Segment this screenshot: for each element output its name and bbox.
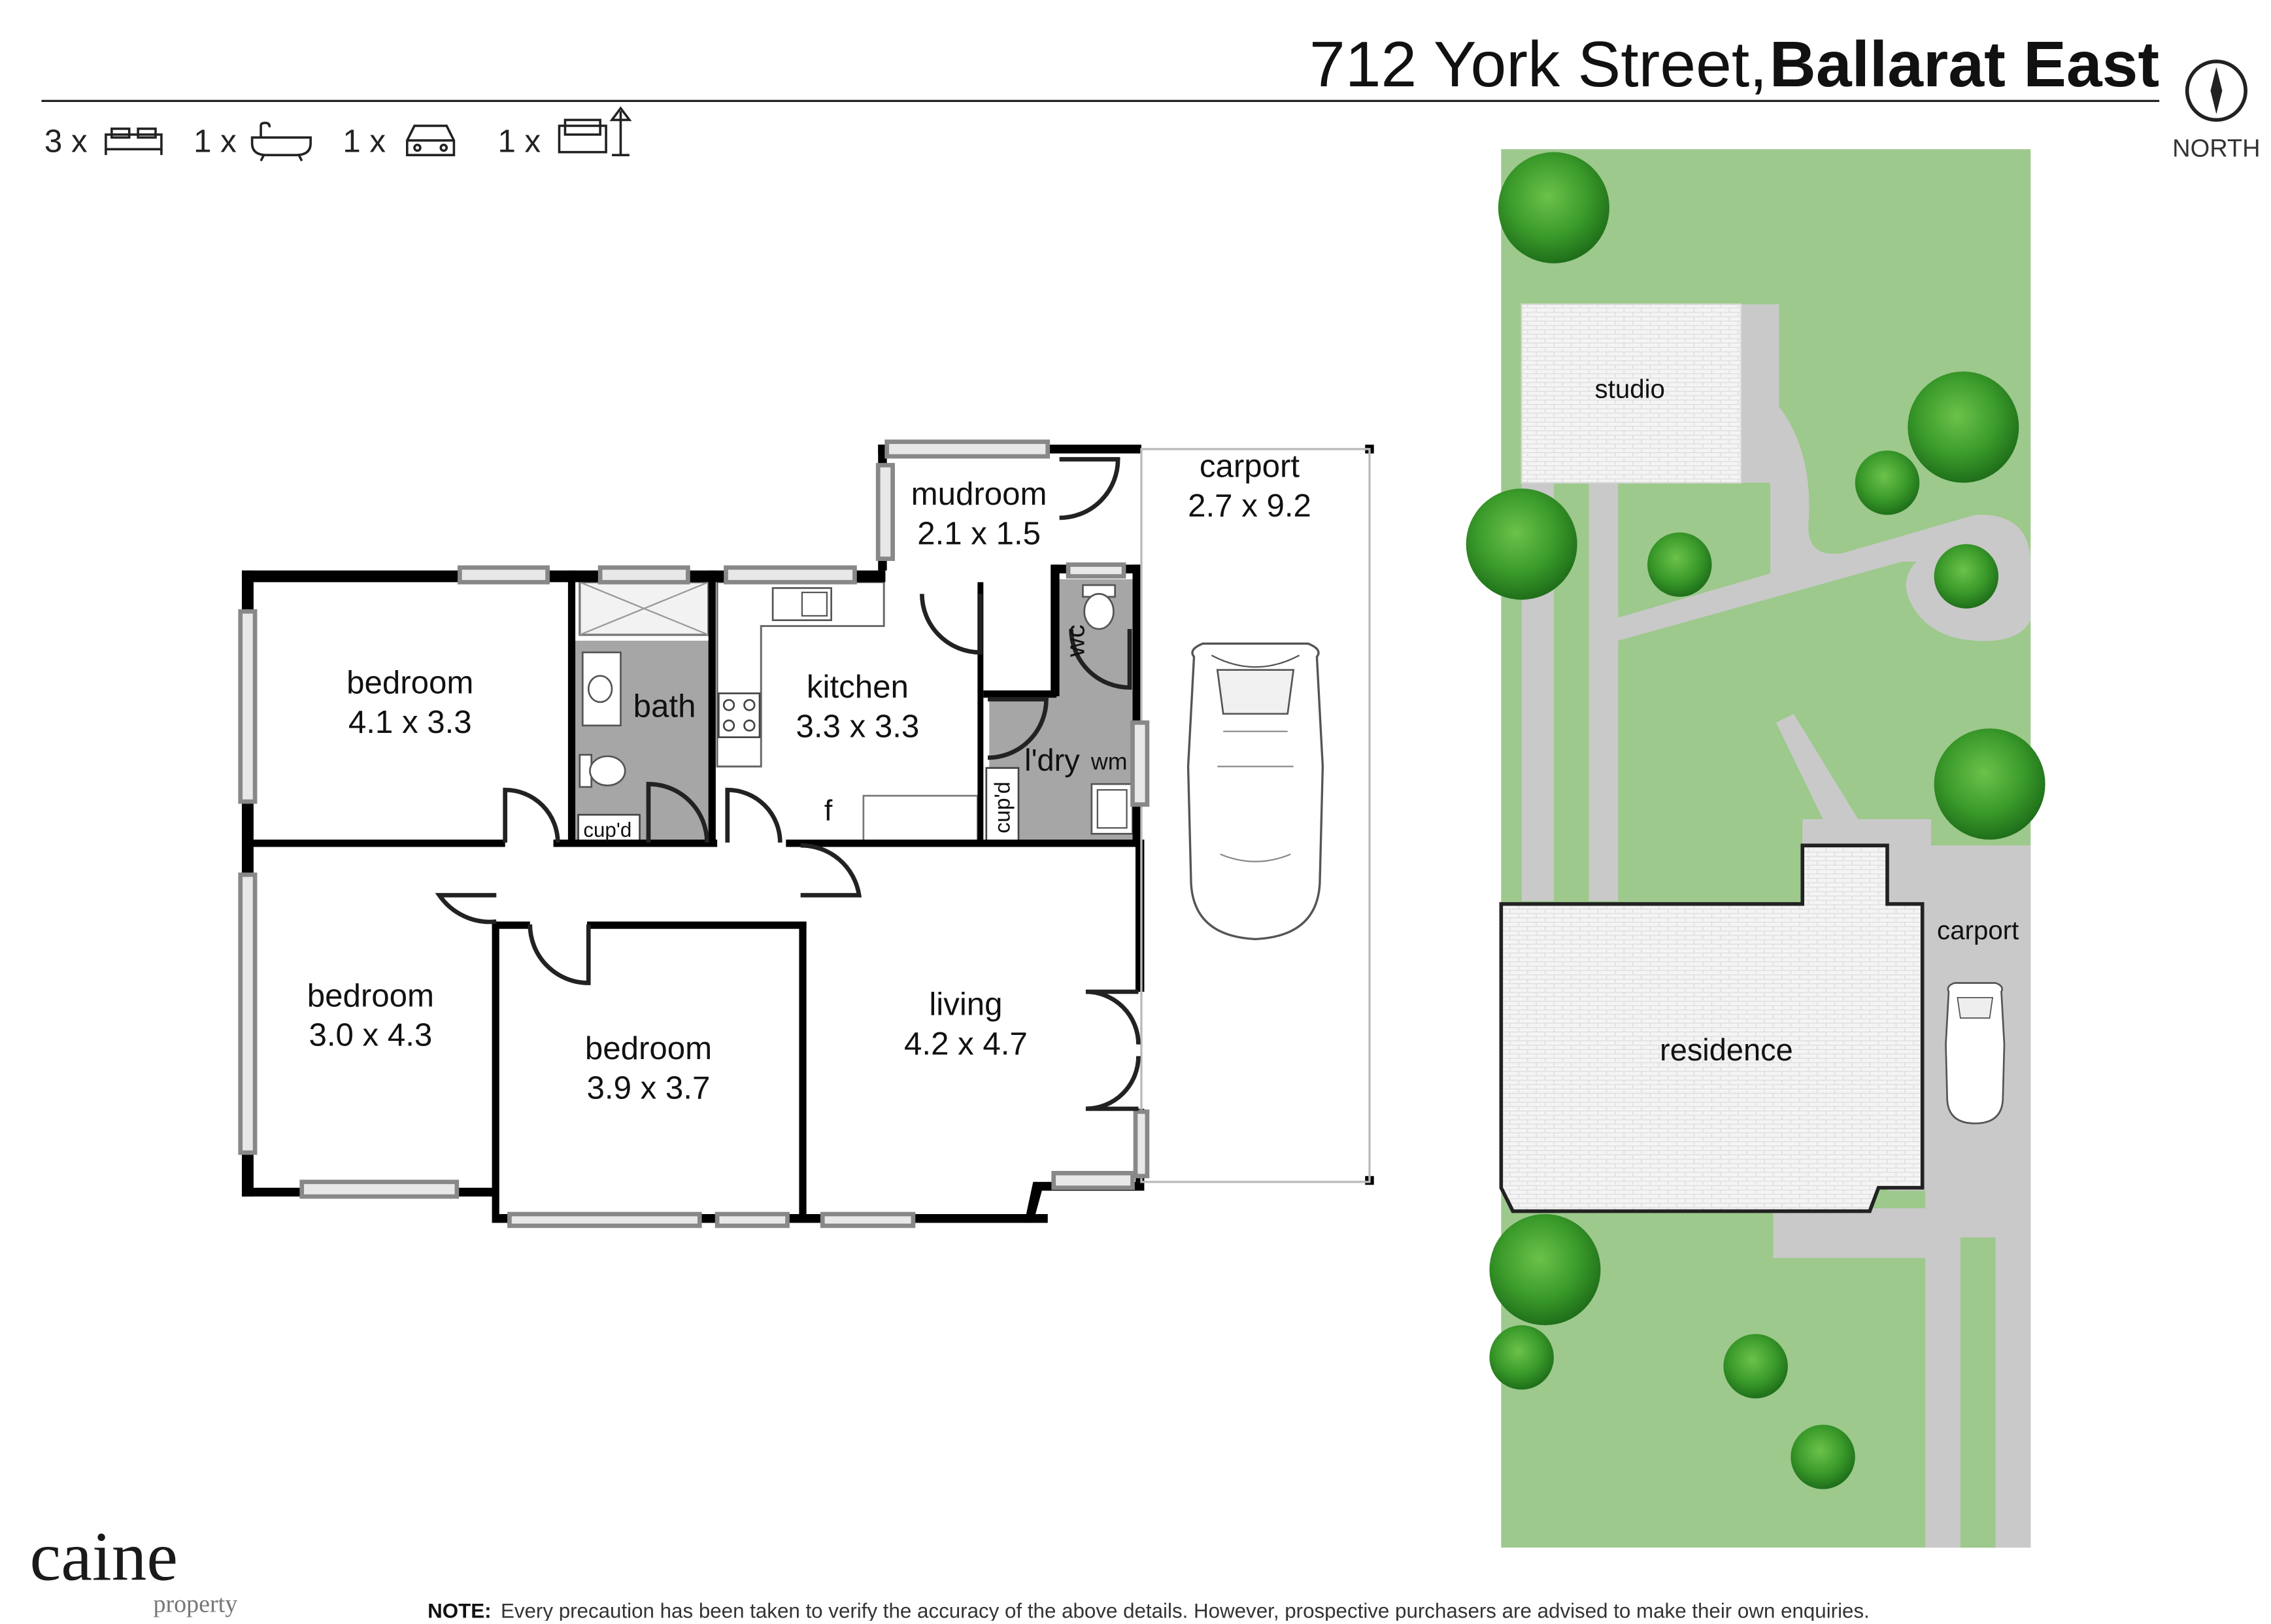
- living-size: 4.2 x 4.7: [904, 1026, 1028, 1062]
- cupboard2-name: cup'd: [991, 781, 1015, 833]
- address-suburb: Ballarat East: [1770, 28, 2159, 100]
- laundry-tub-icon: [1090, 783, 1134, 835]
- tree-icon: [1934, 728, 2045, 840]
- kitchen-island: [862, 794, 979, 844]
- tree-icon: [1466, 488, 1577, 600]
- note-label: NOTE:: [428, 1600, 491, 1621]
- windows: [238, 439, 1150, 1228]
- cooktop-icon: [718, 692, 761, 738]
- carport-outline: [1140, 448, 1371, 1183]
- compass-label: NORTH: [2172, 135, 2260, 162]
- laundry-name: l'dry: [1024, 743, 1080, 777]
- tree-icon: [1498, 152, 1609, 263]
- bedroom3-name: bedroom: [585, 1030, 712, 1066]
- bedroom2-name: bedroom: [307, 977, 434, 1013]
- brand-subtitle: property: [153, 1591, 237, 1618]
- cupboard-2: [985, 767, 1020, 842]
- bedroom1-name: bedroom: [346, 665, 473, 701]
- tree-icon: [1855, 450, 1920, 515]
- bath-icon: [250, 122, 312, 161]
- tree-icon: [1647, 532, 1712, 597]
- car-count: 1 x: [343, 124, 386, 160]
- mudroom-name: mudroom: [911, 476, 1047, 512]
- carport-name: carport: [1200, 448, 1300, 484]
- living-icon: [558, 106, 632, 156]
- carport-size: 2.7 x 9.2: [1188, 488, 1311, 524]
- living-count: 1 x: [498, 124, 541, 160]
- tree-icon: [1934, 544, 1999, 609]
- tree-icon: [1489, 1214, 1601, 1326]
- site-carport-label: carport: [1937, 915, 2019, 945]
- address-street: 712 York Street,: [1309, 28, 1768, 100]
- site-plan: studio residence carport: [1466, 149, 2045, 1548]
- washing-machine-label: wm: [1090, 749, 1128, 775]
- note-text: Every precaution has been taken to verif…: [501, 1600, 1870, 1621]
- car-icon: [406, 124, 456, 156]
- bath-count: 1 x: [193, 124, 237, 160]
- header: 712 York Street, Ballarat East: [41, 28, 2159, 103]
- bedroom3-size: 3.9 x 3.7: [587, 1070, 711, 1106]
- living-name: living: [929, 987, 1002, 1023]
- sink-icon: [771, 587, 832, 621]
- residence-label: residence: [1660, 1032, 1793, 1067]
- floor-plan: bedroom 4.1 x 3.3 bedroom 3.0 x 4.3 bedr…: [238, 439, 1374, 1228]
- bedroom2-size: 3.0 x 4.3: [309, 1017, 432, 1053]
- kitchen-name: kitchen: [807, 669, 909, 705]
- wc-name: wc: [1061, 624, 1090, 657]
- tree-icon: [1489, 1325, 1554, 1390]
- mudroom-size: 2.1 x 1.5: [917, 515, 1041, 551]
- cupboard-1: [577, 813, 641, 844]
- fridge-label: f: [824, 794, 833, 827]
- cupboard1-name: cup'd: [583, 819, 631, 841]
- tree-icon: [1723, 1334, 1788, 1398]
- bath-name: bath: [633, 688, 696, 724]
- tree-icon: [1791, 1425, 1855, 1489]
- car-top-view-icon: [1186, 642, 1324, 941]
- doors: [435, 457, 1141, 1111]
- residence-building: [1499, 843, 1925, 1213]
- studio-building: [1521, 303, 1742, 484]
- bed-icon: [105, 127, 163, 156]
- footer: caine property NOTE: Every precaution ha…: [30, 1517, 1870, 1622]
- brand-logo: caine: [30, 1517, 178, 1595]
- tree-icon: [1908, 371, 2019, 483]
- basin-icon: [581, 651, 622, 727]
- studio-label: studio: [1595, 375, 1665, 404]
- compass-icon: NORTH: [2172, 59, 2261, 162]
- features-row: 3 x 1 x 1 x 1 x: [44, 106, 632, 161]
- bed-count: 3 x: [44, 124, 88, 160]
- site-car-icon: [1945, 982, 2006, 1125]
- toilet-icon: [579, 754, 626, 788]
- bedroom1-size: 4.1 x 3.3: [348, 704, 472, 740]
- wc-toilet-icon: [1082, 584, 1117, 630]
- kitchen-size: 3.3 x 3.3: [796, 709, 919, 745]
